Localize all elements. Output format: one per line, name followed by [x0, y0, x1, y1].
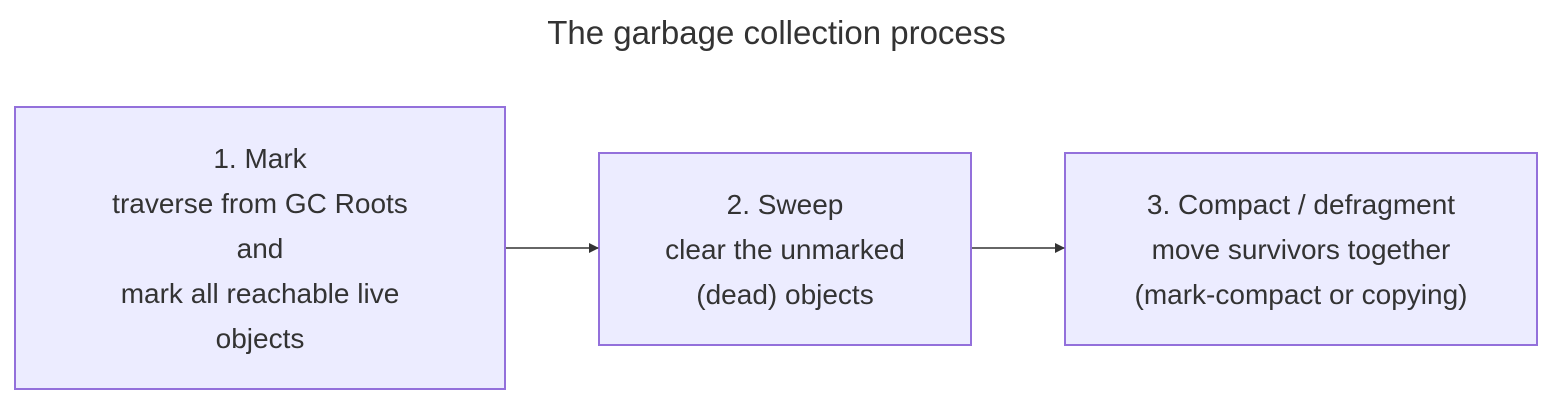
- node-mark-text-line: and: [236, 232, 284, 264]
- node-compact-text-line: move survivors together: [1151, 233, 1451, 265]
- node-compact-heading: 3. Compact / defragment: [1146, 188, 1456, 220]
- node-mark-heading: 1. Mark: [213, 142, 307, 174]
- diagram-title: The garbage collection process: [547, 14, 1006, 51]
- node-mark: 1. Mark traverse from GC Roots and mark …: [14, 106, 506, 390]
- node-sweep-text-line: clear the unmarked: [665, 233, 905, 265]
- node-sweep-heading: 2. Sweep: [726, 188, 844, 220]
- node-mark-text-line: traverse from GC Roots: [112, 187, 408, 219]
- node-compact-text-line: (mark-compact or copying): [1134, 278, 1468, 310]
- node-mark-text-line: mark all reachable live: [120, 277, 400, 309]
- node-sweep: 2. Sweep clear the unmarked (dead) objec…: [598, 152, 972, 346]
- node-compact: 3. Compact / defragment move survivors t…: [1064, 152, 1538, 346]
- node-sweep-text-line: (dead) objects: [696, 278, 874, 310]
- node-mark-text-line: objects: [215, 322, 305, 354]
